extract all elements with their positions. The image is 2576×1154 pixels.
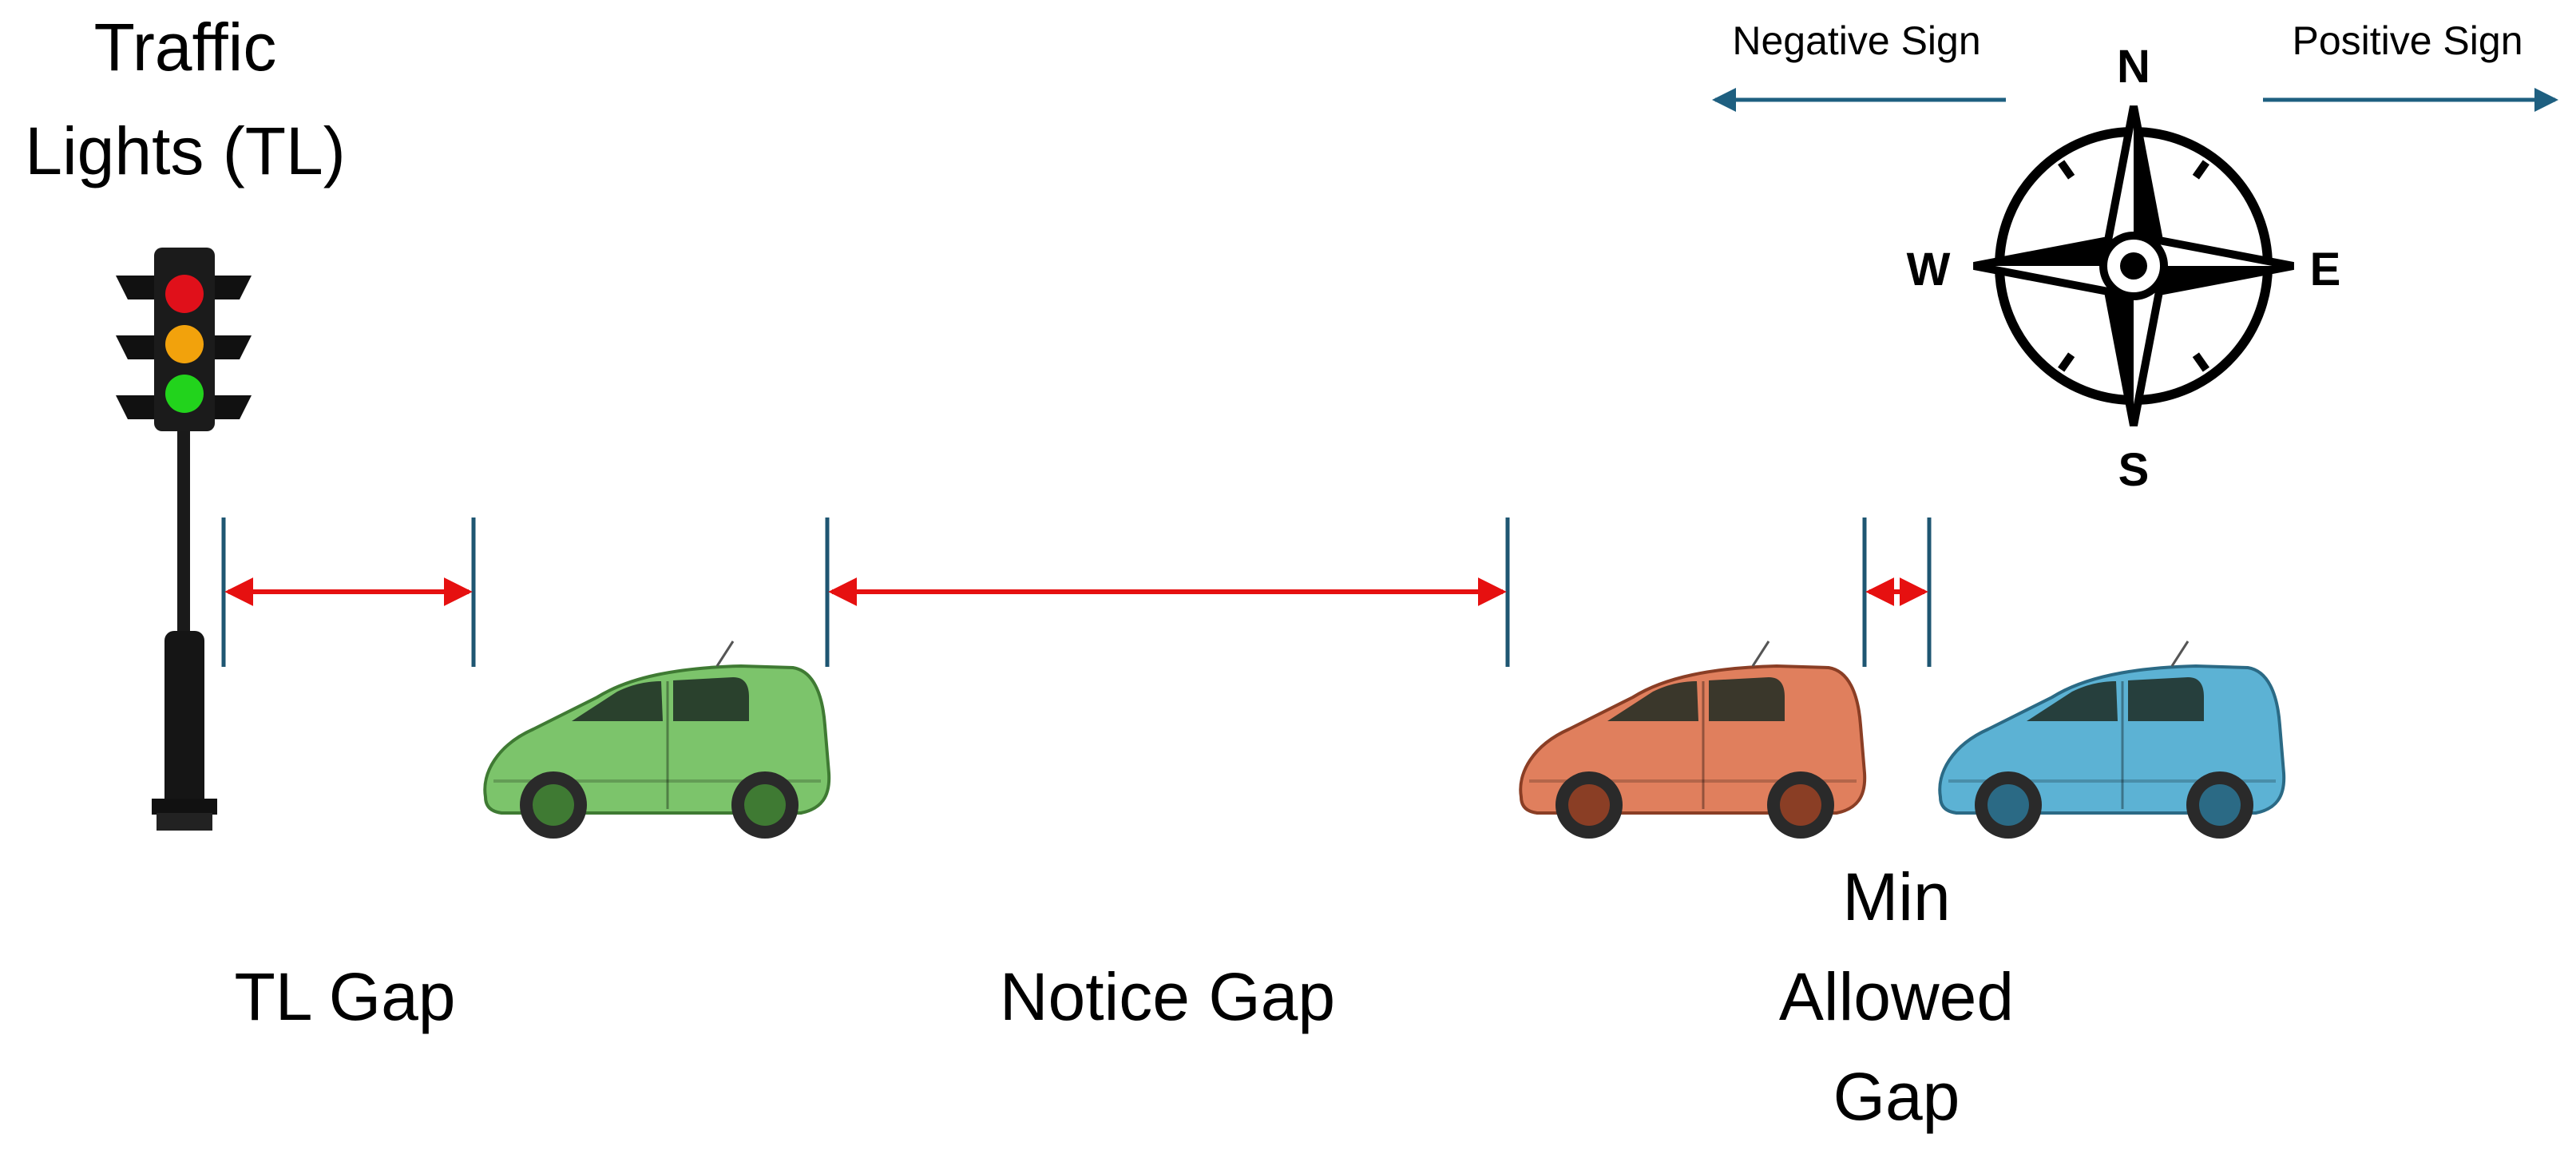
min-gap-label-line2: Allowed bbox=[1779, 959, 2014, 1034]
traffic-lights-title-line2: Lights (TL) bbox=[25, 113, 345, 188]
compass-west-label: W bbox=[1907, 244, 1951, 295]
green-car bbox=[483, 640, 831, 839]
negative-sign-label: Negative Sign bbox=[1732, 18, 1980, 63]
green-light bbox=[165, 375, 204, 413]
tl-gap-label: TL Gap bbox=[234, 959, 455, 1034]
compass-south-label: S bbox=[2118, 444, 2150, 496]
traffic-lights-title-line1: Traffic bbox=[94, 10, 277, 85]
compass-icon bbox=[1973, 105, 2294, 426]
compass-east-label: E bbox=[2310, 244, 2341, 295]
notice-gap-label: Notice Gap bbox=[1000, 959, 1335, 1034]
amber-light bbox=[165, 325, 204, 363]
min-gap-label-line1: Min bbox=[1842, 859, 1950, 934]
blue-car bbox=[1938, 640, 2286, 839]
gap-markers bbox=[221, 518, 1932, 667]
orange-car bbox=[1519, 640, 1867, 839]
red-light bbox=[165, 275, 204, 313]
positive-sign-label: Positive Sign bbox=[2292, 18, 2522, 63]
compass-north-label: N bbox=[2117, 41, 2150, 93]
min-gap-label-line3: Gap bbox=[1833, 1059, 1960, 1134]
traffic-light-icon bbox=[116, 248, 252, 831]
